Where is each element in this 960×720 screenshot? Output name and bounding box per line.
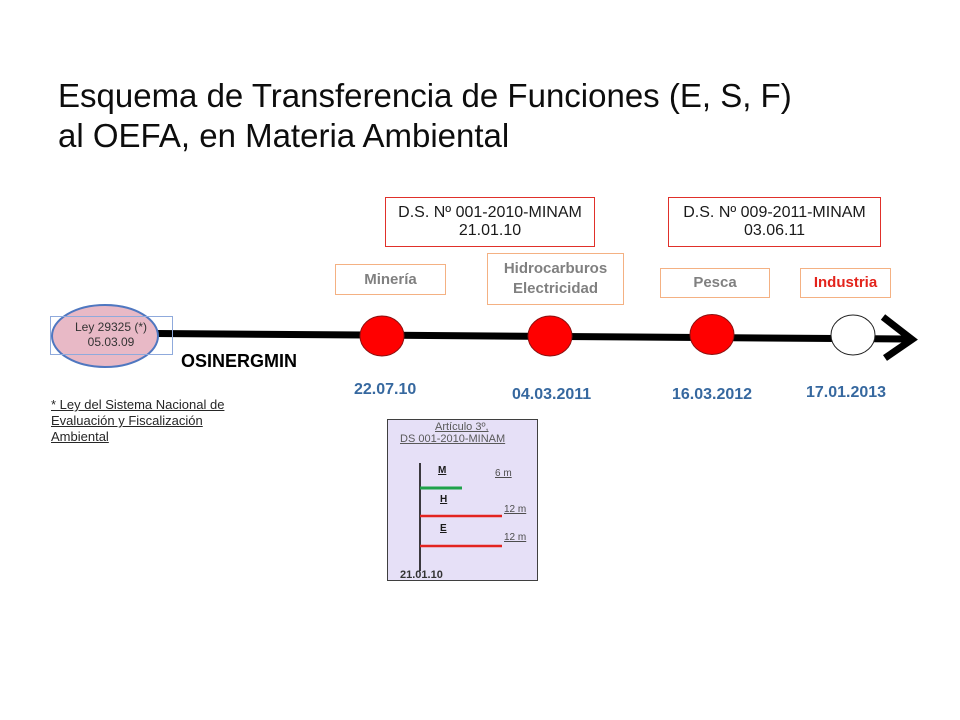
page-title: Esquema de Transferencia de Funciones (E… bbox=[58, 76, 792, 156]
footnote: * Ley del Sistema Nacional de Evaluación… bbox=[51, 397, 224, 445]
sector-box-hidrocarburos-electricidad: Hidrocarburos Electricidad bbox=[487, 253, 624, 305]
article-heading-line-1: Artículo 3º, bbox=[435, 421, 489, 433]
sector-box-mineria: Minería bbox=[335, 264, 446, 295]
article-3-box: Artículo 3º, DS 001-2010-MINAM M 6 m H 1… bbox=[387, 419, 538, 581]
sector-box-industria: Industria bbox=[800, 268, 891, 298]
decree-box-009-2011: D.S. Nº 009-2011-MINAM 03.06.11 bbox=[668, 197, 881, 247]
title-line-1: Esquema de Transferencia de Funciones (E… bbox=[58, 77, 792, 114]
footnote-line-3: Ambiental bbox=[51, 429, 109, 444]
sector-label-industria: Industria bbox=[813, 274, 878, 291]
milestone-date-3: 16.03.2012 bbox=[672, 386, 753, 403]
footnote-line-2: Evaluación y Fiscalización bbox=[51, 413, 203, 428]
timeline-arrowhead-icon bbox=[880, 314, 918, 361]
phase-label-m: M bbox=[438, 465, 447, 476]
footnote-line-1: * Ley del Sistema Nacional de bbox=[51, 397, 225, 412]
milestone-date-1: 22.07.10 bbox=[354, 381, 417, 398]
phase-label-h: H bbox=[440, 494, 448, 505]
phase-duration-e: 12 m bbox=[504, 532, 527, 543]
law-ellipse bbox=[51, 304, 159, 368]
phase-duration-h: 12 m bbox=[504, 504, 527, 515]
milestone-marker-2 bbox=[527, 315, 573, 357]
article-heading-line-2: DS 001-2010-MINAM bbox=[400, 433, 506, 445]
sector-label-mineria: Minería bbox=[364, 270, 417, 288]
decree-name: D.S. Nº 009-2011-MINAM bbox=[683, 204, 866, 221]
sector-label-hidrocarburos: Hidrocarburos bbox=[503, 260, 608, 277]
law-box bbox=[50, 316, 173, 355]
article-start-date: 21.01.10 bbox=[400, 569, 443, 581]
sector-label-electricidad: Electricidad bbox=[512, 280, 599, 297]
decree-date: 03.06.11 bbox=[743, 222, 806, 239]
milestone-marker-4 bbox=[830, 314, 876, 356]
law-name: Ley 29325 (*) bbox=[74, 320, 148, 334]
decree-date: 21.01.10 bbox=[458, 222, 522, 239]
entity-label: OSINERGMIN bbox=[181, 351, 298, 371]
phase-duration-m: 6 m bbox=[495, 468, 512, 479]
article-phase-graphic bbox=[419, 463, 502, 571]
milestone-date-2: 04.03.2011 bbox=[512, 386, 592, 403]
title-line-2: al OEFA, en Materia Ambiental bbox=[58, 117, 510, 154]
sector-label-pesca: Pesca bbox=[693, 274, 737, 291]
decree-name: D.S. Nº 001-2010-MINAM bbox=[398, 204, 582, 221]
phase-label-e: E bbox=[440, 523, 447, 534]
sector-box-pesca: Pesca bbox=[660, 268, 770, 298]
milestone-marker-1 bbox=[359, 315, 405, 357]
milestone-marker-3 bbox=[689, 314, 735, 355]
law-date: 05.03.09 bbox=[87, 335, 135, 349]
decree-box-001-2010: D.S. Nº 001-2010-MINAM 21.01.10 bbox=[385, 197, 595, 247]
milestone-date-4: 17.01.2013 bbox=[806, 384, 887, 401]
law-label: Ley 29325 (*) 05.03.09 bbox=[50, 320, 172, 350]
